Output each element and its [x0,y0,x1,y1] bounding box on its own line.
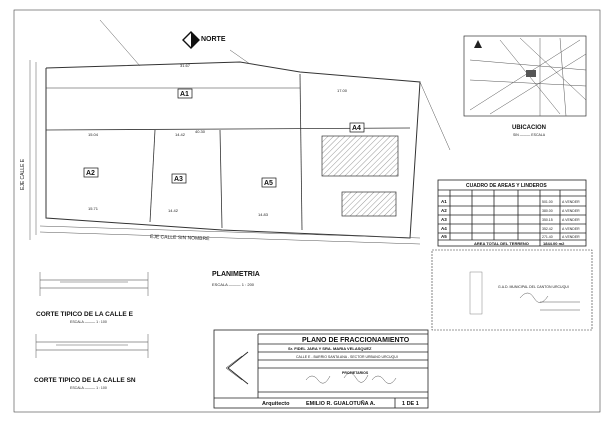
location-marker [526,70,536,77]
location-map [463,35,587,117]
architect-label: Arquitecto [262,401,290,407]
signature-scribble [519,292,549,303]
street-axis-sn [39,231,421,245]
lot-divider [45,127,411,131]
plan-scale: ESCALA ——— 1 : 200 [212,282,255,287]
area-row-a1-lot: A1 [441,199,447,204]
svg-text:31.67: 31.67 [180,63,191,68]
svg-text:A2: A2 [86,170,95,177]
section-calle-sn-title: CORTE TIPICO DE LA CALLE SN [34,377,136,384]
title-block [213,329,429,409]
area-row-a1-status: A VENDER [562,200,580,204]
north-label: NORTE [201,36,226,43]
svg-text:A5: A5 [264,180,273,187]
title-block-main-title: PLANO DE FRACCIONAMIENTO [302,337,410,344]
neighbor-line [419,81,451,151]
street-e-label: EJE CALLE E [20,158,26,190]
lot-label-a4: A4 [349,122,365,133]
title-block-owners: Sr. FIDEL JARA Y SRA. MARIA VELASQUEZ [288,346,372,351]
area-row-a5-status: A VENDER [562,235,580,239]
section-calle-sn-scale: ESCALA ——— 1 : 100 [70,386,107,390]
area-table [437,179,587,247]
area-total-label: AREA TOTAL DEL TERRENO [474,241,529,246]
area-row-a3-lot: A3 [441,217,447,222]
area-row-a3-area: 350.15 [542,218,553,222]
area-row-a4-area: 352.42 [542,227,553,231]
svg-text:40.30: 40.30 [195,129,206,134]
sheet-number: 1 DE 1 [402,401,419,407]
location-north-icon [474,40,482,48]
lot-divider [299,73,303,231]
svg-text:14.42: 14.42 [168,208,179,213]
title-block-location: CALLE E - BARRIO SANTA ANA - SECTOR URBA… [296,355,398,359]
svg-text:A4: A4 [352,125,361,132]
existing-building [321,135,399,177]
signature-scribble [305,375,331,384]
lot-label-a1: A1 [177,88,193,99]
neighbor-line [229,49,251,65]
area-row-a5-area: 271.40 [542,235,553,239]
area-row-a3-status: A VENDER [562,218,580,222]
lot-label-a2: A2 [83,167,99,178]
location-title: UBICACION [512,125,546,131]
lot-plan: 31.67 15.04 14.42 40.30 17.00 15.71 14.4… [29,19,451,245]
signature-scribble [371,375,397,384]
signature-scribble [343,372,369,383]
lot-label-a5: A5 [261,177,277,188]
section-calle-e-title: CORTE TIPICO DE LA CALLE E [36,311,134,318]
area-row-a4-lot: A4 [441,226,447,231]
lot-label-a3: A3 [171,173,187,184]
svg-text:15.04: 15.04 [88,132,99,137]
municipality-label: G.A.D. MUNICIPAL DEL CANTON URCUQUI [498,285,569,289]
architect-name: EMILIO R. GUALOTUÑA A. [306,400,376,407]
area-row-a5-lot: A5 [441,234,447,239]
north-arrow-icon [182,31,200,49]
svg-text:14.42: 14.42 [175,132,186,137]
lot-divider [219,129,223,229]
existing-building [341,191,397,217]
section-calle-e-scale: ESCALA ——— 1 : 100 [70,320,107,324]
drawing-arrow-icon [227,351,249,385]
area-row-a1-area: 501.00 [542,200,553,204]
svg-text:17.00: 17.00 [337,88,348,93]
lot-divider [149,129,156,223]
neighbor-line [99,19,141,67]
area-row-a4-status: A VENDER [562,227,580,231]
area-total-value: 1844.00 m2 [543,241,565,246]
svg-text:A3: A3 [174,176,183,183]
section-calle-sn [35,334,149,358]
svg-text:15.71: 15.71 [88,206,99,211]
area-table-title: CUADRO DE AREAS Y LINDEROS [466,183,547,189]
svg-text:A1: A1 [180,91,189,98]
area-row-a2-status: A VENDER [562,209,580,213]
location-scale: SIN ——— ESCALA [513,133,546,137]
plan-title: PLANIMETRIA [212,271,260,278]
title-block-owners-label: PROPIETARIOS [342,371,369,375]
section-calle-e [39,272,149,296]
approval-box [431,249,593,331]
area-row-a2-lot: A2 [441,208,447,213]
street-edge [39,225,421,239]
stamp-mark [469,271,483,315]
street-sn-label: EJE CALLE SIN NOMBRE [150,234,210,242]
area-row-a2-area: 380.00 [542,209,553,213]
terrain-boundary [45,61,421,239]
svg-text:14.83: 14.83 [258,212,269,217]
